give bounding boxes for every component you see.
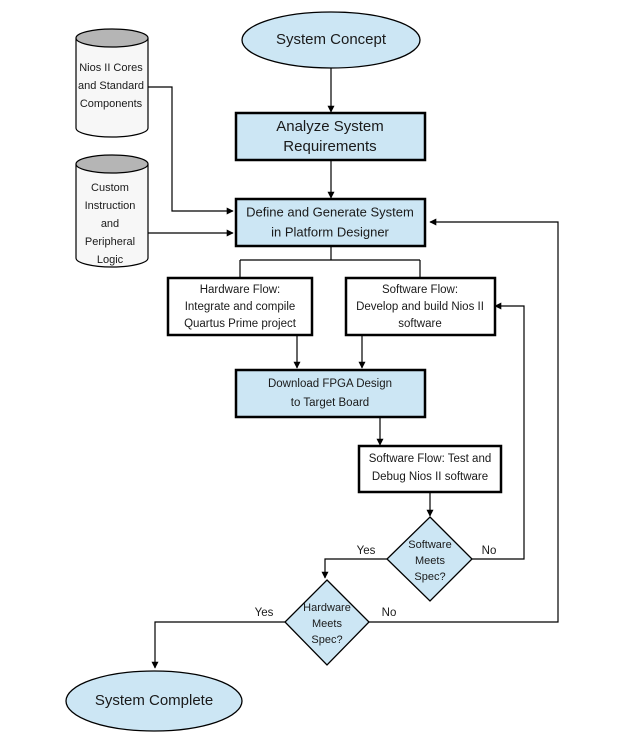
define-line-1: Define and Generate System bbox=[246, 204, 414, 219]
analyze-line-2: Requirements bbox=[283, 138, 376, 155]
software-decision-line-2: Meets bbox=[415, 555, 445, 567]
connector-cores-to-define bbox=[148, 86, 234, 215]
cores-cylinder-body bbox=[75, 38, 149, 138]
define-rect bbox=[234, 197, 427, 248]
software-decision-line-3: Spec? bbox=[414, 571, 445, 583]
hardware-yes-label: Yes bbox=[255, 607, 274, 619]
custom-cylinder: Custom Instruction and Peripheral Logic bbox=[75, 154, 149, 268]
software-flow-rect bbox=[344, 276, 497, 337]
download-rect bbox=[234, 368, 427, 419]
software-flow-line-1: Software Flow: bbox=[382, 284, 458, 296]
test-debug-line-1: Software Flow: Test and bbox=[369, 453, 492, 465]
hardware-decision-line-2: Meets bbox=[312, 618, 342, 630]
connectors bbox=[148, 68, 559, 669]
cores-cylinder: Nios II Cores and Standard Components bbox=[75, 28, 149, 138]
custom-cylinder-body bbox=[75, 164, 149, 268]
cores-line-2: and Standard bbox=[78, 80, 144, 92]
download-line-2: to Target Board bbox=[291, 397, 369, 409]
end-terminator: System Complete bbox=[65, 670, 243, 732]
cores-line-1: Nios II Cores bbox=[79, 62, 143, 74]
software-flow-line-2: Develop and build Nios II bbox=[356, 301, 484, 313]
download-design-box: Download FPGA Design to Target Board bbox=[234, 368, 427, 419]
software-decision-diamond bbox=[386, 516, 473, 602]
custom-line-2: Instruction bbox=[85, 200, 136, 212]
hardware-decision: Hardware Meets Spec? bbox=[284, 579, 370, 666]
start-ellipse bbox=[241, 11, 421, 69]
end-label: System Complete bbox=[95, 692, 213, 709]
software-decision-line-1: Software bbox=[408, 539, 451, 551]
analyze-rect bbox=[234, 111, 427, 162]
hardware-flow-rect bbox=[166, 276, 314, 337]
hardware-flow-box: Hardware Flow: Integrate and compile Qua… bbox=[166, 276, 314, 337]
software-yes-label: Yes bbox=[357, 545, 376, 557]
define-system-box: Define and Generate System in Platform D… bbox=[234, 197, 427, 248]
start-terminator: System Concept bbox=[241, 11, 421, 69]
hardware-flow-line-2: Integrate and compile bbox=[185, 301, 296, 313]
download-line-1: Download FPGA Design bbox=[268, 378, 392, 390]
hardware-decision-line-3: Spec? bbox=[311, 634, 342, 646]
software-no-label: No bbox=[482, 545, 497, 557]
custom-cylinder-top bbox=[75, 154, 149, 174]
hardware-decision-diamond bbox=[284, 579, 370, 666]
analyze-line-1: Analyze System bbox=[276, 118, 384, 135]
custom-line-4: Peripheral bbox=[85, 236, 135, 248]
hardware-flow-line-1: Hardware Flow: bbox=[200, 284, 281, 296]
hardware-flow-line-3: Quartus Prime project bbox=[184, 318, 297, 330]
test-debug-box: Software Flow: Test and Debug Nios II so… bbox=[357, 444, 503, 494]
cores-line-3: Components bbox=[80, 98, 143, 110]
custom-line-5: Logic bbox=[97, 254, 124, 266]
end-ellipse bbox=[65, 670, 243, 732]
software-flow-line-3: software bbox=[398, 318, 441, 330]
custom-line-3: and bbox=[101, 218, 119, 230]
start-label: System Concept bbox=[276, 31, 387, 48]
connector-software-no-loop bbox=[472, 302, 525, 560]
hardware-decision-line-1: Hardware bbox=[303, 602, 351, 614]
analyze-requirements-box: Analyze System Requirements bbox=[234, 111, 427, 162]
cores-cylinder-top bbox=[75, 28, 149, 48]
connector-software-yes-to-hardware-decision bbox=[321, 558, 387, 579]
connector-hardware-no-loop bbox=[369, 218, 559, 623]
connector-hardware-yes-to-complete bbox=[151, 621, 285, 669]
test-debug-rect bbox=[357, 444, 503, 494]
test-debug-line-2: Debug Nios II software bbox=[372, 471, 488, 483]
define-line-2: in Platform Designer bbox=[271, 224, 389, 239]
hardware-no-label: No bbox=[382, 607, 397, 619]
software-flow-box: Software Flow: Develop and build Nios II… bbox=[344, 276, 497, 337]
software-decision: Software Meets Spec? bbox=[386, 516, 473, 602]
custom-line-1: Custom bbox=[91, 182, 129, 194]
